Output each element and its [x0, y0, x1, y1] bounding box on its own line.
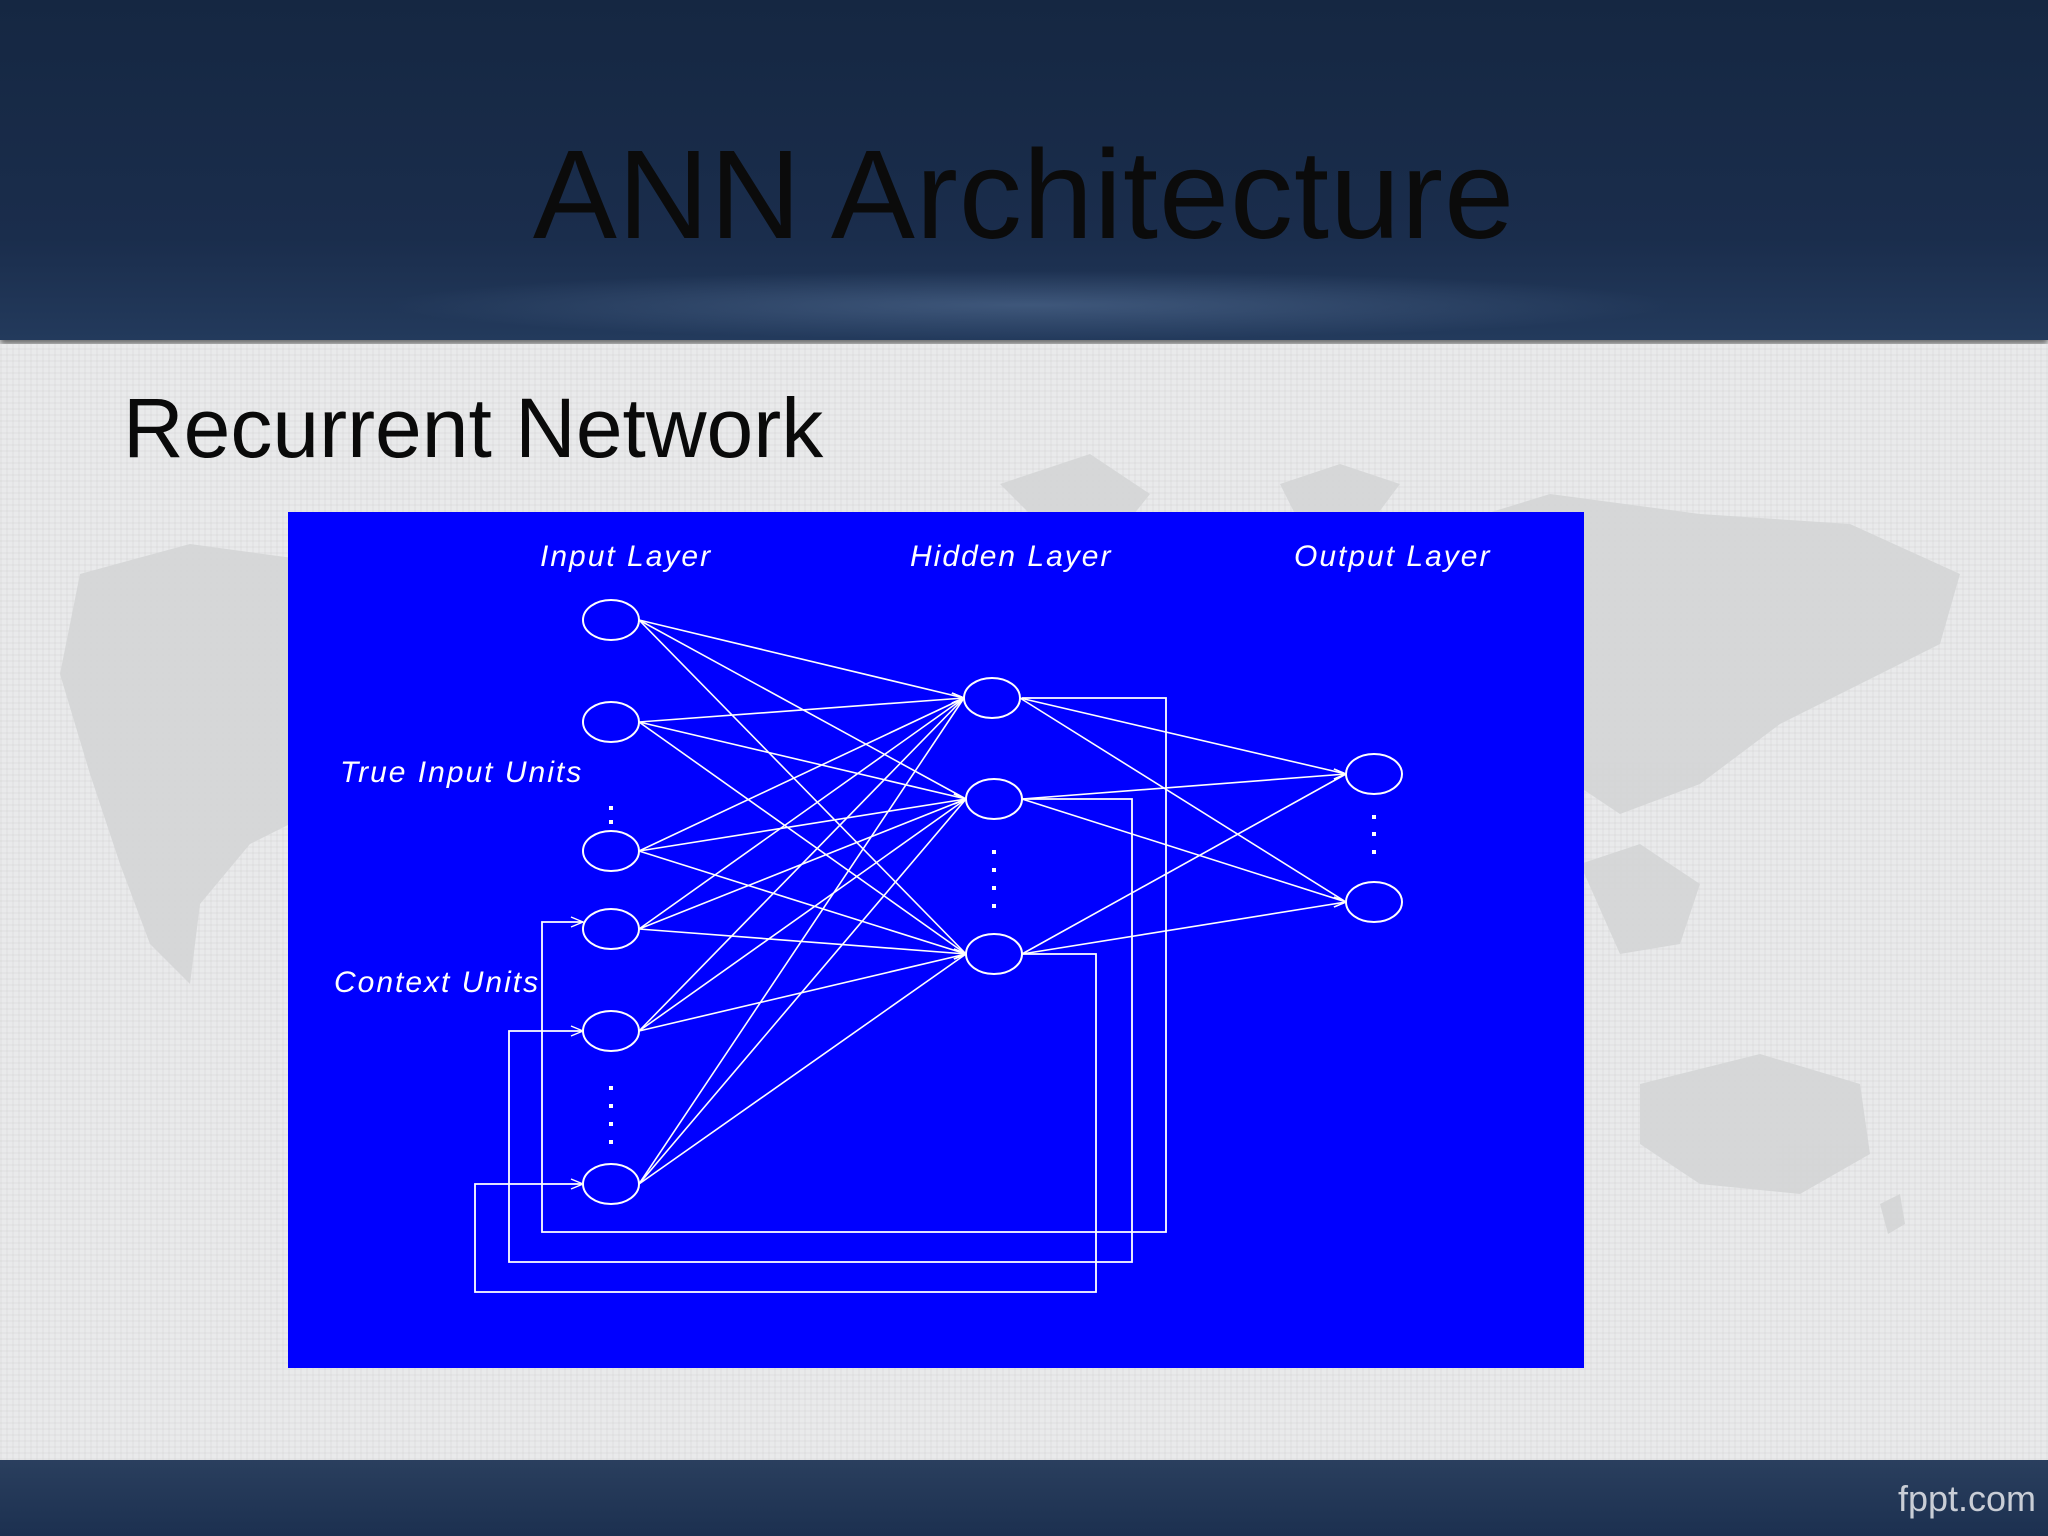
connection-line [638, 721, 967, 800]
ellipsis-dot [992, 850, 996, 854]
connection-line [638, 798, 967, 1032]
connection-line [1021, 773, 1347, 800]
output-node [1345, 753, 1403, 795]
connection-line [1019, 697, 1347, 775]
connection-line [638, 697, 965, 852]
feedback-loop-line [541, 697, 1167, 1233]
connection-line [638, 697, 965, 1185]
ellipsis-dot [992, 904, 996, 908]
connection-line [638, 953, 967, 1185]
hidden-layer-label: Hidden Layer [910, 540, 1113, 573]
connection-line [638, 798, 967, 852]
connection-line [1021, 901, 1347, 955]
input-layer-label: Input Layer [540, 540, 713, 573]
recurrent-network-diagram: Input Layer Hidden Layer Output Layer Tr… [288, 512, 1584, 1368]
ellipsis-dot [609, 1104, 613, 1108]
slide-subtitle: Recurrent Network [123, 381, 824, 475]
connection-line [638, 697, 965, 1032]
ellipsis-dot [609, 1140, 613, 1144]
true-input-units-label: True Input Units [340, 756, 584, 789]
ellipsis-dot [1372, 850, 1376, 854]
connection-line [638, 928, 967, 955]
context-node [582, 1010, 640, 1052]
ellipsis-dot [609, 1122, 613, 1126]
input-node [582, 599, 640, 641]
connection-line [638, 697, 965, 723]
connection-line [1019, 697, 1347, 903]
connection-line [638, 850, 967, 955]
ellipsis-dot [609, 1086, 613, 1090]
input-node [582, 830, 640, 872]
header-glow [380, 270, 1680, 340]
ellipsis-dot [609, 806, 613, 810]
connection-line [1021, 773, 1347, 955]
arrowhead [570, 916, 585, 928]
feedback-loop-line [474, 953, 1097, 1293]
ellipsis-dot [1372, 815, 1376, 819]
connection-line [638, 619, 965, 699]
brand-watermark: fppt.com [1897, 1478, 2036, 1519]
output-node [1345, 881, 1403, 923]
connection-line [638, 721, 967, 955]
feedback-loop-line [508, 798, 1133, 1263]
hidden-node [963, 677, 1021, 719]
slide-title: ANN Architecture [532, 124, 1516, 265]
context-node [582, 1163, 640, 1205]
ellipsis-dot [992, 868, 996, 872]
context-units-label: Context Units [334, 966, 541, 999]
connection-line [638, 798, 967, 1185]
connection-line [1021, 798, 1347, 903]
hidden-node [965, 778, 1023, 820]
network-diagram-svg [474, 599, 1403, 1293]
ellipsis-dot [992, 886, 996, 890]
input-node [582, 908, 640, 950]
connection-line [638, 619, 967, 955]
slide-header [0, 0, 2048, 340]
ellipsis-dot [609, 820, 613, 824]
output-layer-label: Output Layer [1294, 540, 1492, 573]
hidden-node [965, 933, 1023, 975]
ellipsis-dot [1372, 832, 1376, 836]
slide-footer [0, 1460, 2048, 1536]
connection-line [638, 697, 965, 930]
input-node [582, 701, 640, 743]
